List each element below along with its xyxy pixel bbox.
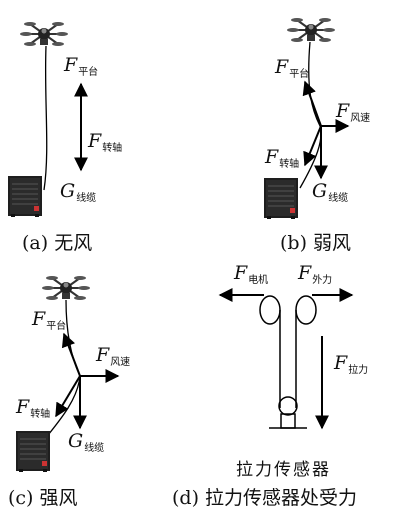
caption-a: (a) 无风 (22, 232, 93, 254)
label-f-axis: F转轴 (16, 396, 51, 420)
sensor-base (280, 413, 296, 429)
force-axis-arrow (55, 375, 81, 418)
drone-icon (286, 17, 336, 43)
label-f-platform: F平台 (32, 308, 67, 332)
drone-icon (41, 275, 91, 301)
panel-a-figure (7, 21, 88, 218)
sensor-wheel (278, 396, 298, 416)
generator-icon (15, 430, 51, 473)
label-f-tension: F拉力 (334, 352, 369, 376)
force-platform-arrow (61, 332, 81, 377)
sensor-label: 拉力传感器 (236, 460, 331, 480)
panel-d-figure (218, 288, 354, 430)
label-f-motor: F电机 (234, 262, 269, 286)
label-f-external: F外力 (298, 262, 333, 286)
label-g-cable: G线缆 (60, 180, 97, 204)
pulley-right (295, 295, 317, 325)
caption-b: (b) 弱风 (280, 232, 352, 254)
cable-line (43, 45, 48, 191)
generator-icon (263, 177, 299, 220)
caption-c: (c) 强风 (8, 487, 78, 509)
generator-icon (7, 175, 43, 218)
label-f-platform: F平台 (275, 56, 310, 80)
drone-icon (19, 21, 69, 47)
label-g-cable: G线缆 (312, 180, 349, 204)
pulley-left (259, 295, 281, 325)
label-f-wind: F风速 (96, 344, 131, 368)
panel-c-figure (15, 275, 120, 473)
panel-b-figure (263, 17, 350, 220)
label-g-cable: G线缆 (68, 430, 105, 454)
label-f-axis: F转轴 (265, 146, 300, 170)
label-f-platform: F平台 (64, 54, 99, 78)
label-f-wind: F风速 (336, 100, 371, 124)
caption-d: (d) 拉力传感器处受力 (172, 487, 358, 509)
force-axis-arrow (303, 125, 322, 167)
label-f-axis: F转轴 (88, 130, 123, 154)
force-platform-arrow (302, 80, 322, 127)
